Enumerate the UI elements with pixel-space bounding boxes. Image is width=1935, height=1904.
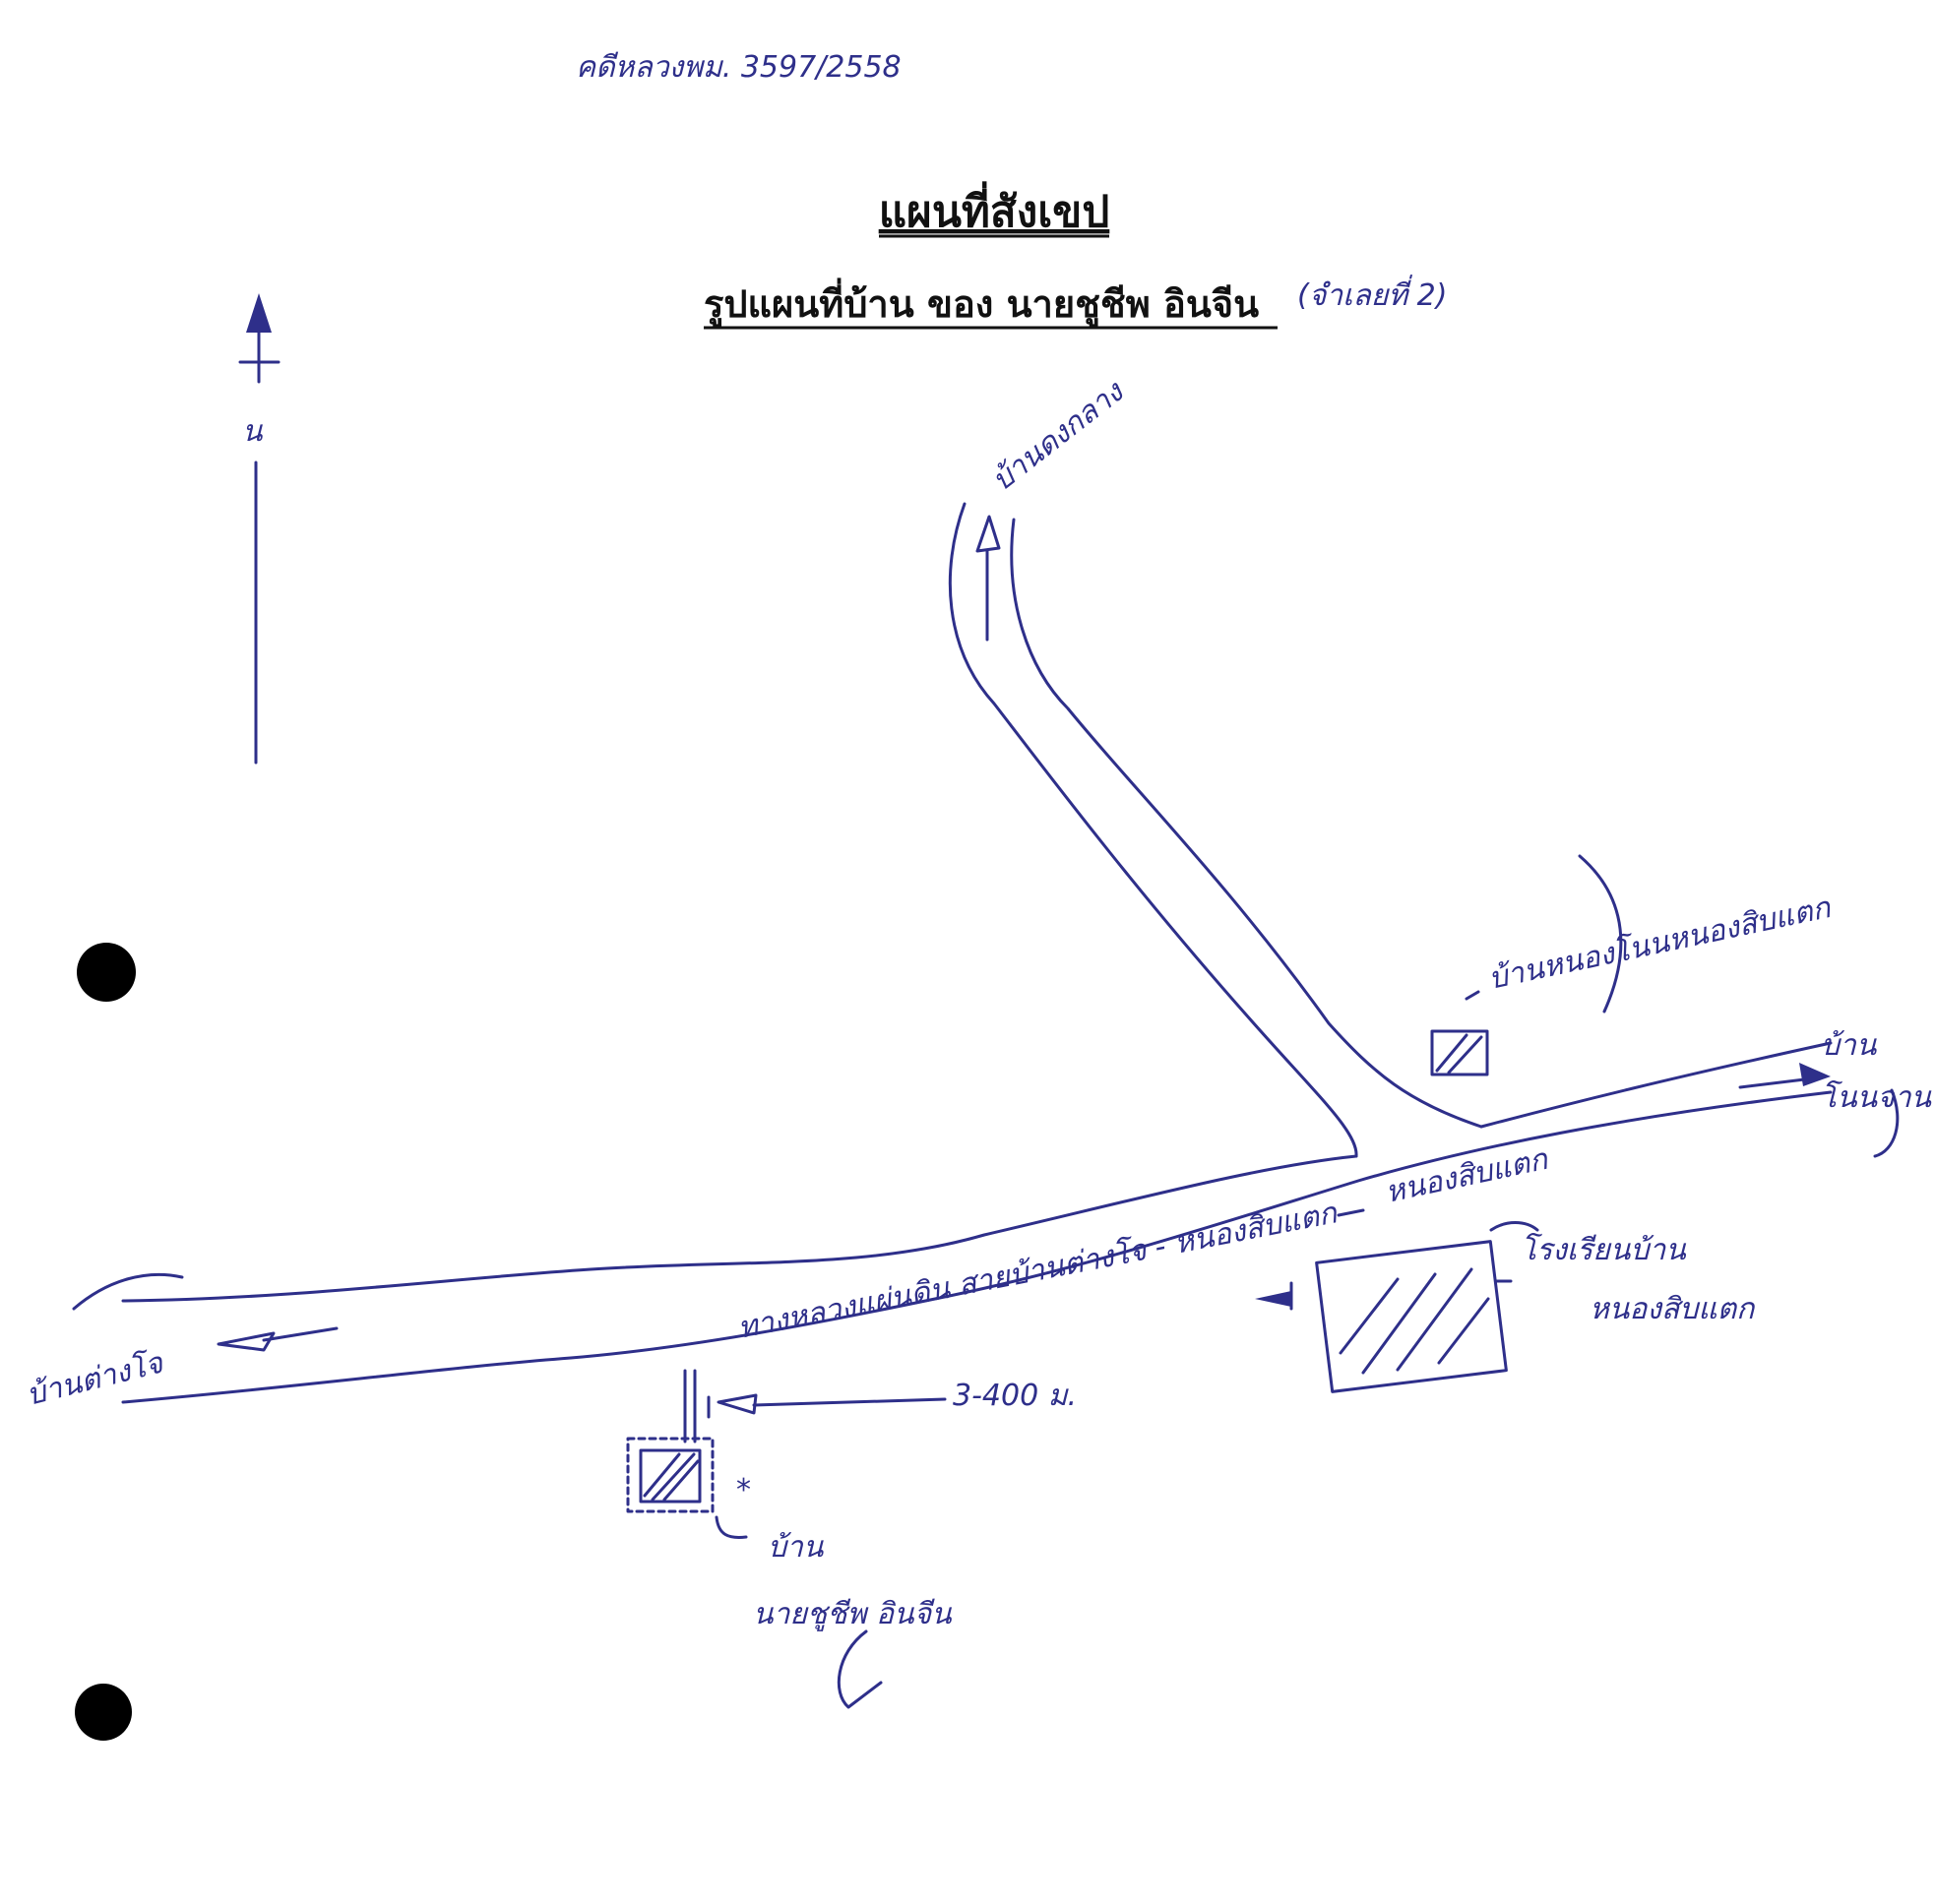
house-label-line1: บ้าน <box>768 1530 825 1565</box>
direction-arrow-icon <box>217 1326 339 1352</box>
school-label-line2: หนองสิบแตก <box>1590 1292 1756 1326</box>
subtitle-note: (จำเลยที่ 2) <box>1297 275 1447 313</box>
distance-label: 3-400 ม. <box>953 1379 1077 1413</box>
case-number: คดีหลวงพม. 3597/2558 <box>576 50 902 85</box>
west-village-label: บ้านต่างโจ <box>23 1344 167 1412</box>
north-road-label: บ้านดงกลาง <box>985 374 1131 499</box>
direction-arrow-icon <box>1738 1063 1831 1089</box>
house-icon <box>626 1369 715 1513</box>
school-label-line1: โรงเรียนบ้าน <box>1521 1232 1687 1267</box>
star-icon: * <box>736 1473 751 1507</box>
page-title: แผนที่สังเขป <box>879 181 1110 237</box>
east-village-bracket <box>1873 1088 1900 1158</box>
binder-hole-icon <box>75 1684 132 1741</box>
west-village-bracket <box>72 1272 184 1311</box>
north-road <box>948 502 1483 1158</box>
main-road <box>121 1041 1833 1404</box>
east-village-label-line1: บ้าน <box>1821 1028 1878 1063</box>
east-village-label-line2: โนนจาน <box>1821 1079 1933 1115</box>
binder-hole-icon <box>77 943 136 1002</box>
page-subtitle: รูปแผนที่บ้าน ของ นายชูชีพ อินจีน <box>704 277 1259 328</box>
distance-marker <box>707 1393 947 1419</box>
temple-label-bracket <box>1578 854 1623 1013</box>
temple-pointer <box>1465 990 1480 1001</box>
main-road-label: ทางหลวงแผ่นดิน สายบ้านต่างโจ - หนองสิบแต… <box>735 1195 1342 1346</box>
school-label-bracket <box>1489 1221 1539 1232</box>
direction-arrow-icon <box>975 515 1001 642</box>
direction-arrow-icon <box>1255 1281 1293 1311</box>
north-label: น <box>242 414 264 449</box>
north-arrow-icon <box>238 293 281 765</box>
temple-icon <box>1430 1029 1489 1076</box>
junction-pointer <box>1337 1208 1365 1217</box>
temple-label: บ้านหนองโนนหนองสิบแตก <box>1485 890 1835 997</box>
house-label-bracket <box>837 1629 883 1709</box>
house-pointer <box>715 1515 748 1539</box>
house-label-line2: นายชูชีพ อินจีน <box>753 1597 953 1631</box>
school-icon <box>1315 1240 1508 1393</box>
